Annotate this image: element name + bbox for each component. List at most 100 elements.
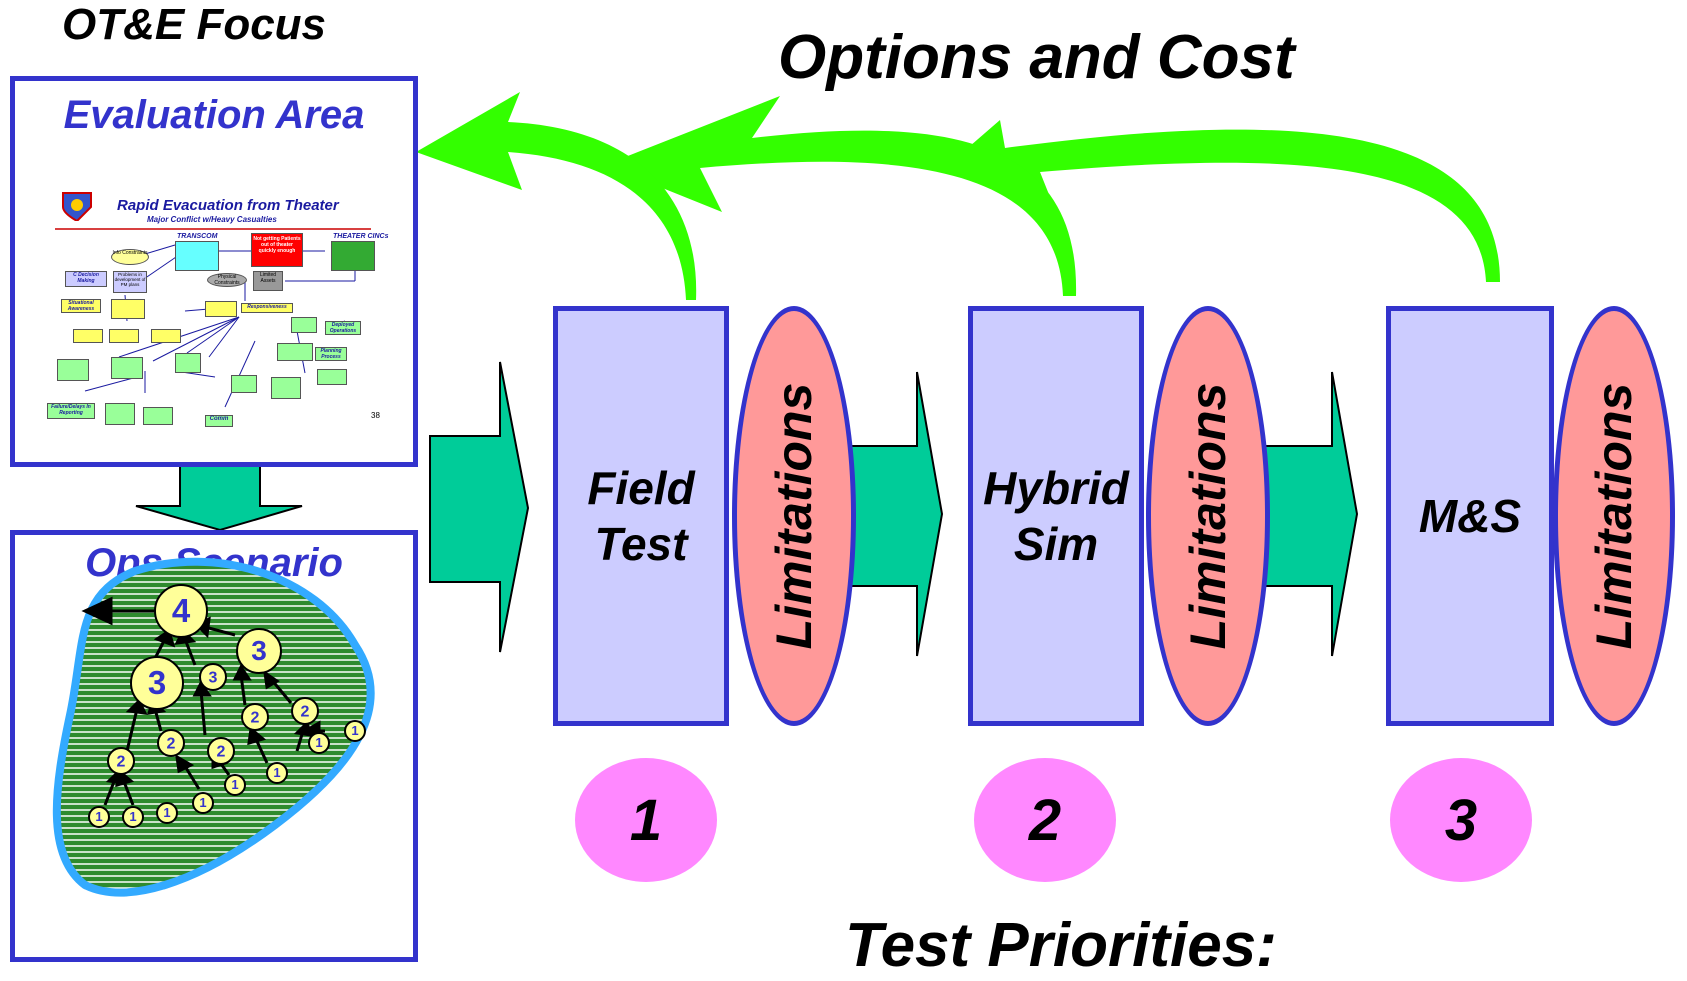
- ops-scenario-panel: Ops Scenario: [10, 530, 418, 962]
- field-test-label-line2: Test: [594, 518, 688, 570]
- scenario-node: [241, 703, 269, 731]
- scenario-node-label: 3: [148, 664, 166, 701]
- scenario-node-label: 3: [251, 635, 267, 666]
- scenario-node-label: 3: [209, 669, 218, 686]
- slide-yellow-box-4: [109, 329, 139, 343]
- slide-theater-box: [331, 241, 375, 271]
- slide-yellow-box-5: [151, 329, 181, 343]
- field-test-label-line1: Field: [587, 462, 695, 514]
- field-test-limitations-oval: Limitations: [732, 306, 856, 726]
- scenario-node: [224, 774, 246, 796]
- slide-green-box-6: [231, 375, 257, 393]
- scenario-node: [88, 806, 110, 828]
- slide-green-box-2: [277, 343, 313, 361]
- rapid-evacuation-slide: Rapid Evacuation from Theater Major Conf…: [47, 181, 395, 427]
- hybrid-sim-label-line1: Hybrid: [983, 462, 1129, 514]
- scenario-node: [266, 762, 288, 784]
- scenario-node: [308, 732, 330, 754]
- scenario-node: [192, 792, 214, 814]
- scenario-node: [130, 656, 184, 710]
- scenario-node-label: 2: [167, 735, 176, 752]
- slide-title: Rapid Evacuation from Theater: [117, 197, 339, 214]
- scenario-node: [122, 806, 144, 828]
- slide-green-box-10: [143, 407, 173, 425]
- ms-limitations-oval: Limitations: [1553, 306, 1675, 726]
- priority-1-number: 1: [629, 787, 663, 853]
- down-arrow-eval-to-ops: [135, 464, 303, 532]
- scenario-node-label: 1: [129, 809, 136, 824]
- slide-green-box-4: [111, 357, 143, 379]
- scenario-node: [291, 697, 319, 725]
- scenario-node-label: 4: [172, 592, 191, 629]
- priority-3-number: 3: [1444, 787, 1478, 853]
- slide-green-box-8: [317, 369, 347, 385]
- hybrid-sim-limitations-label: Limitations: [1180, 382, 1236, 650]
- feedback-arrow-hybrid-to-field: [605, 96, 1077, 296]
- ms-limitations-label: Limitations: [1586, 382, 1642, 650]
- scenario-node-label: 1: [315, 735, 322, 750]
- slide-theater-label: THEATER CINCs: [333, 233, 389, 240]
- slide-situational-box: Situational Awareness: [61, 299, 101, 313]
- options-and-cost-title: Options and Cost: [778, 23, 1295, 92]
- scenario-node-label: 1: [95, 809, 102, 824]
- slide-info-oval: Info Constraints: [111, 249, 149, 265]
- slide-green-box-9: [105, 403, 135, 425]
- scenario-node-label: 2: [301, 703, 310, 720]
- slide-green-box-5: [175, 353, 201, 373]
- command-shield-icon: [62, 192, 92, 221]
- scenario-node-label: 1: [351, 723, 358, 738]
- scenario-node: [207, 737, 235, 765]
- priority-3-badge: 3: [1390, 758, 1532, 882]
- scenario-node-label: 2: [251, 709, 260, 726]
- scenario-node-label: 1: [231, 777, 238, 792]
- priority-2-badge: 2: [974, 758, 1116, 882]
- slide-problems-box: Problems in development of PM plans: [113, 271, 147, 293]
- ms-label-line1: M&S: [1418, 490, 1522, 542]
- scenario-node: [236, 628, 282, 674]
- slide-planning-box: Planning Process: [315, 347, 347, 361]
- scenario-node-label: 1: [273, 765, 280, 780]
- priority-1-badge: 1: [575, 758, 717, 882]
- hybrid-sim-limitations-oval: Limitations: [1146, 306, 1270, 726]
- scenario-node: [199, 663, 227, 691]
- slide-physical-oval: Physical Constraints: [207, 273, 247, 287]
- slide-red-box: Not getting Patients out of theater quic…: [251, 233, 303, 267]
- scenario-node: [344, 720, 366, 742]
- scenario-node: [154, 584, 208, 638]
- scenario-node: [107, 747, 135, 775]
- slide-transcom-box: [175, 241, 219, 271]
- slide-subtitle: Major Conflict w/Heavy Casualties: [147, 215, 277, 224]
- feedback-arrow-ms-to-hybrid: [940, 120, 1500, 282]
- test-priorities-title: Test Priorities:: [845, 911, 1277, 980]
- feedback-arrow-field-to-eval: [416, 92, 697, 300]
- ms-box: M&S: [1386, 306, 1554, 726]
- evaluation-area-panel: Evaluation Area Rapid Evacuation from Th…: [10, 76, 418, 467]
- slide-page-number: 38: [371, 411, 380, 420]
- scenario-node-label: 1: [199, 795, 206, 810]
- scenario-node: [157, 729, 185, 757]
- evaluation-area-title: Evaluation Area: [63, 93, 365, 137]
- scenario-node-label: 2: [217, 743, 226, 760]
- scenario-node-label: 1: [163, 805, 170, 820]
- slide-green-box-7: [271, 377, 301, 399]
- scenario-node-label: 2: [117, 753, 126, 770]
- slide-green-box-3: [57, 359, 89, 381]
- slide-comm-box: Comm: [205, 415, 233, 427]
- slide-green-box-1: [291, 317, 317, 333]
- ote-focus-title: OT&E Focus: [62, 0, 327, 49]
- hybrid-sim-label-line2: Sim: [1013, 518, 1099, 570]
- slide-yellow-box-2: [205, 301, 237, 317]
- field-test-limitations-label: Limitations: [766, 382, 822, 650]
- slide-yellow-box-3: [73, 329, 103, 343]
- slide-decision-box: C Decision Making: [65, 271, 107, 287]
- slide-yellow-box-1: [111, 299, 145, 319]
- slide-responsiveness-box: Responsiveness: [241, 303, 293, 313]
- slide-failure-box: Failure/Delays In Reporting: [47, 403, 95, 419]
- priority-2-number: 2: [1028, 787, 1062, 853]
